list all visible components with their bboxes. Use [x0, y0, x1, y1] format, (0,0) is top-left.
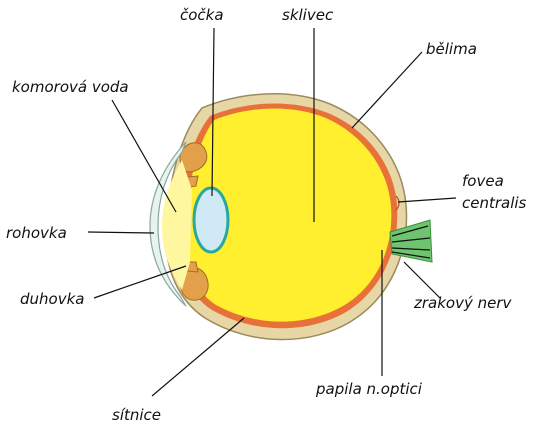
vitreous-body [186, 108, 392, 322]
label-rohovka: rohovka [6, 224, 67, 242]
anterior-chamber [162, 160, 192, 290]
label-sitnice: sítnice [112, 406, 161, 424]
leader-zrakovy-nerv [403, 261, 441, 299]
lens [192, 186, 230, 254]
label-komorova-voda: komorová voda [12, 78, 129, 96]
leader-sitnice [151, 317, 245, 397]
label-fovea-line1: fovea [462, 172, 504, 190]
optic-nerve-fibres [391, 225, 431, 259]
label-papila: papila n.optici [315, 380, 423, 398]
leader-belima [351, 51, 423, 129]
label-belima: bělima [426, 40, 477, 58]
leader-cocka [211, 27, 215, 197]
label-zrakovy-nerv: zrakový nerv [413, 294, 513, 312]
optic-nerve [389, 219, 433, 263]
label-sklivec: sklivec [282, 6, 334, 24]
leader-fovea [397, 197, 457, 203]
fovea-notch [395, 195, 400, 211]
label-fovea-line2: centralis [462, 194, 527, 212]
label-cocka: čočka [180, 6, 224, 24]
leader-komorova-voda [111, 99, 177, 213]
leader-rohovka [87, 231, 155, 234]
label-duhovka: duhovka [20, 290, 84, 308]
leader-duhovka [93, 265, 187, 299]
